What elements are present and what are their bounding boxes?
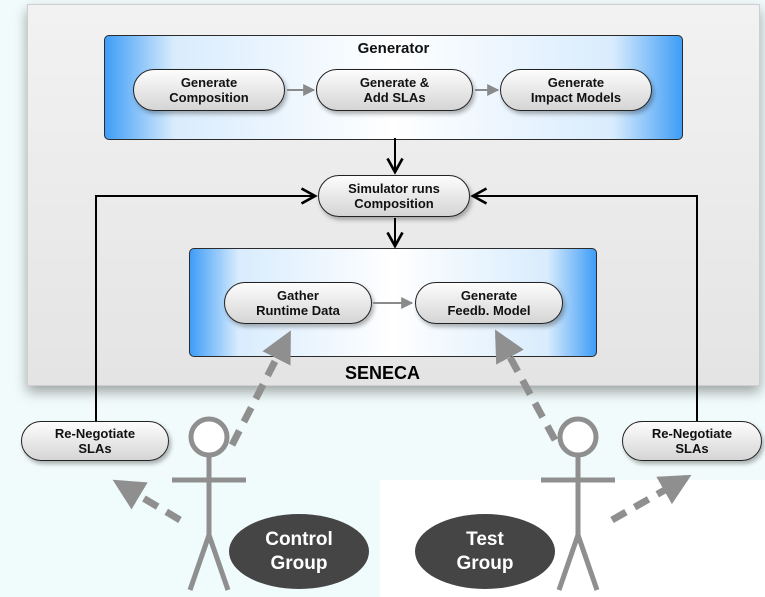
gather-runtime-data-label: Gather Runtime Data (256, 288, 340, 318)
generate-impact-models-step: Generate Impact Models (500, 69, 652, 111)
dashed-arrow-icon (610, 474, 692, 524)
simulator-label: Simulator runs Composition (348, 181, 440, 211)
renegotiate-slas-right: Re-Negotiate SLAs (622, 421, 762, 461)
person-icon (172, 416, 246, 591)
control-group-label: Control Group (265, 528, 333, 574)
gather-runtime-data-step: Gather Runtime Data (224, 282, 372, 324)
control-group-badge: Control Group (229, 514, 369, 589)
generate-add-slas-label: Generate & Add SLAs (359, 75, 430, 105)
generate-add-slas-step: Generate & Add SLAs (316, 69, 473, 111)
generate-impact-models-label: Generate Impact Models (530, 75, 622, 105)
generate-feedback-model-label: Generate Feedb. Model (447, 288, 531, 318)
seneca-title: SENECA (344, 363, 420, 383)
dashed-arrow-icon (228, 330, 292, 447)
arrow-icon (470, 187, 698, 421)
dashed-arrow-icon (112, 479, 182, 524)
generator-title: Generator (357, 40, 430, 57)
generate-composition-step: Generate Composition (133, 69, 285, 111)
renegotiate-right-label: Re-Negotiate SLAs (651, 426, 733, 456)
generate-feedback-model-step: Generate Feedb. Model (415, 282, 563, 324)
renegotiate-left-label: Re-Negotiate SLAs (54, 426, 136, 456)
simulator-runs-composition-step: Simulator runs Composition (318, 175, 470, 217)
generate-composition-label: Generate Composition (169, 75, 249, 105)
renegotiate-slas-left: Re-Negotiate SLAs (21, 421, 169, 461)
arrow-icon (95, 187, 318, 421)
test-group-label: Test Group (456, 528, 514, 574)
dashed-arrow-icon (494, 329, 559, 442)
test-group-badge: Test Group (415, 514, 555, 589)
person-icon (541, 416, 615, 591)
